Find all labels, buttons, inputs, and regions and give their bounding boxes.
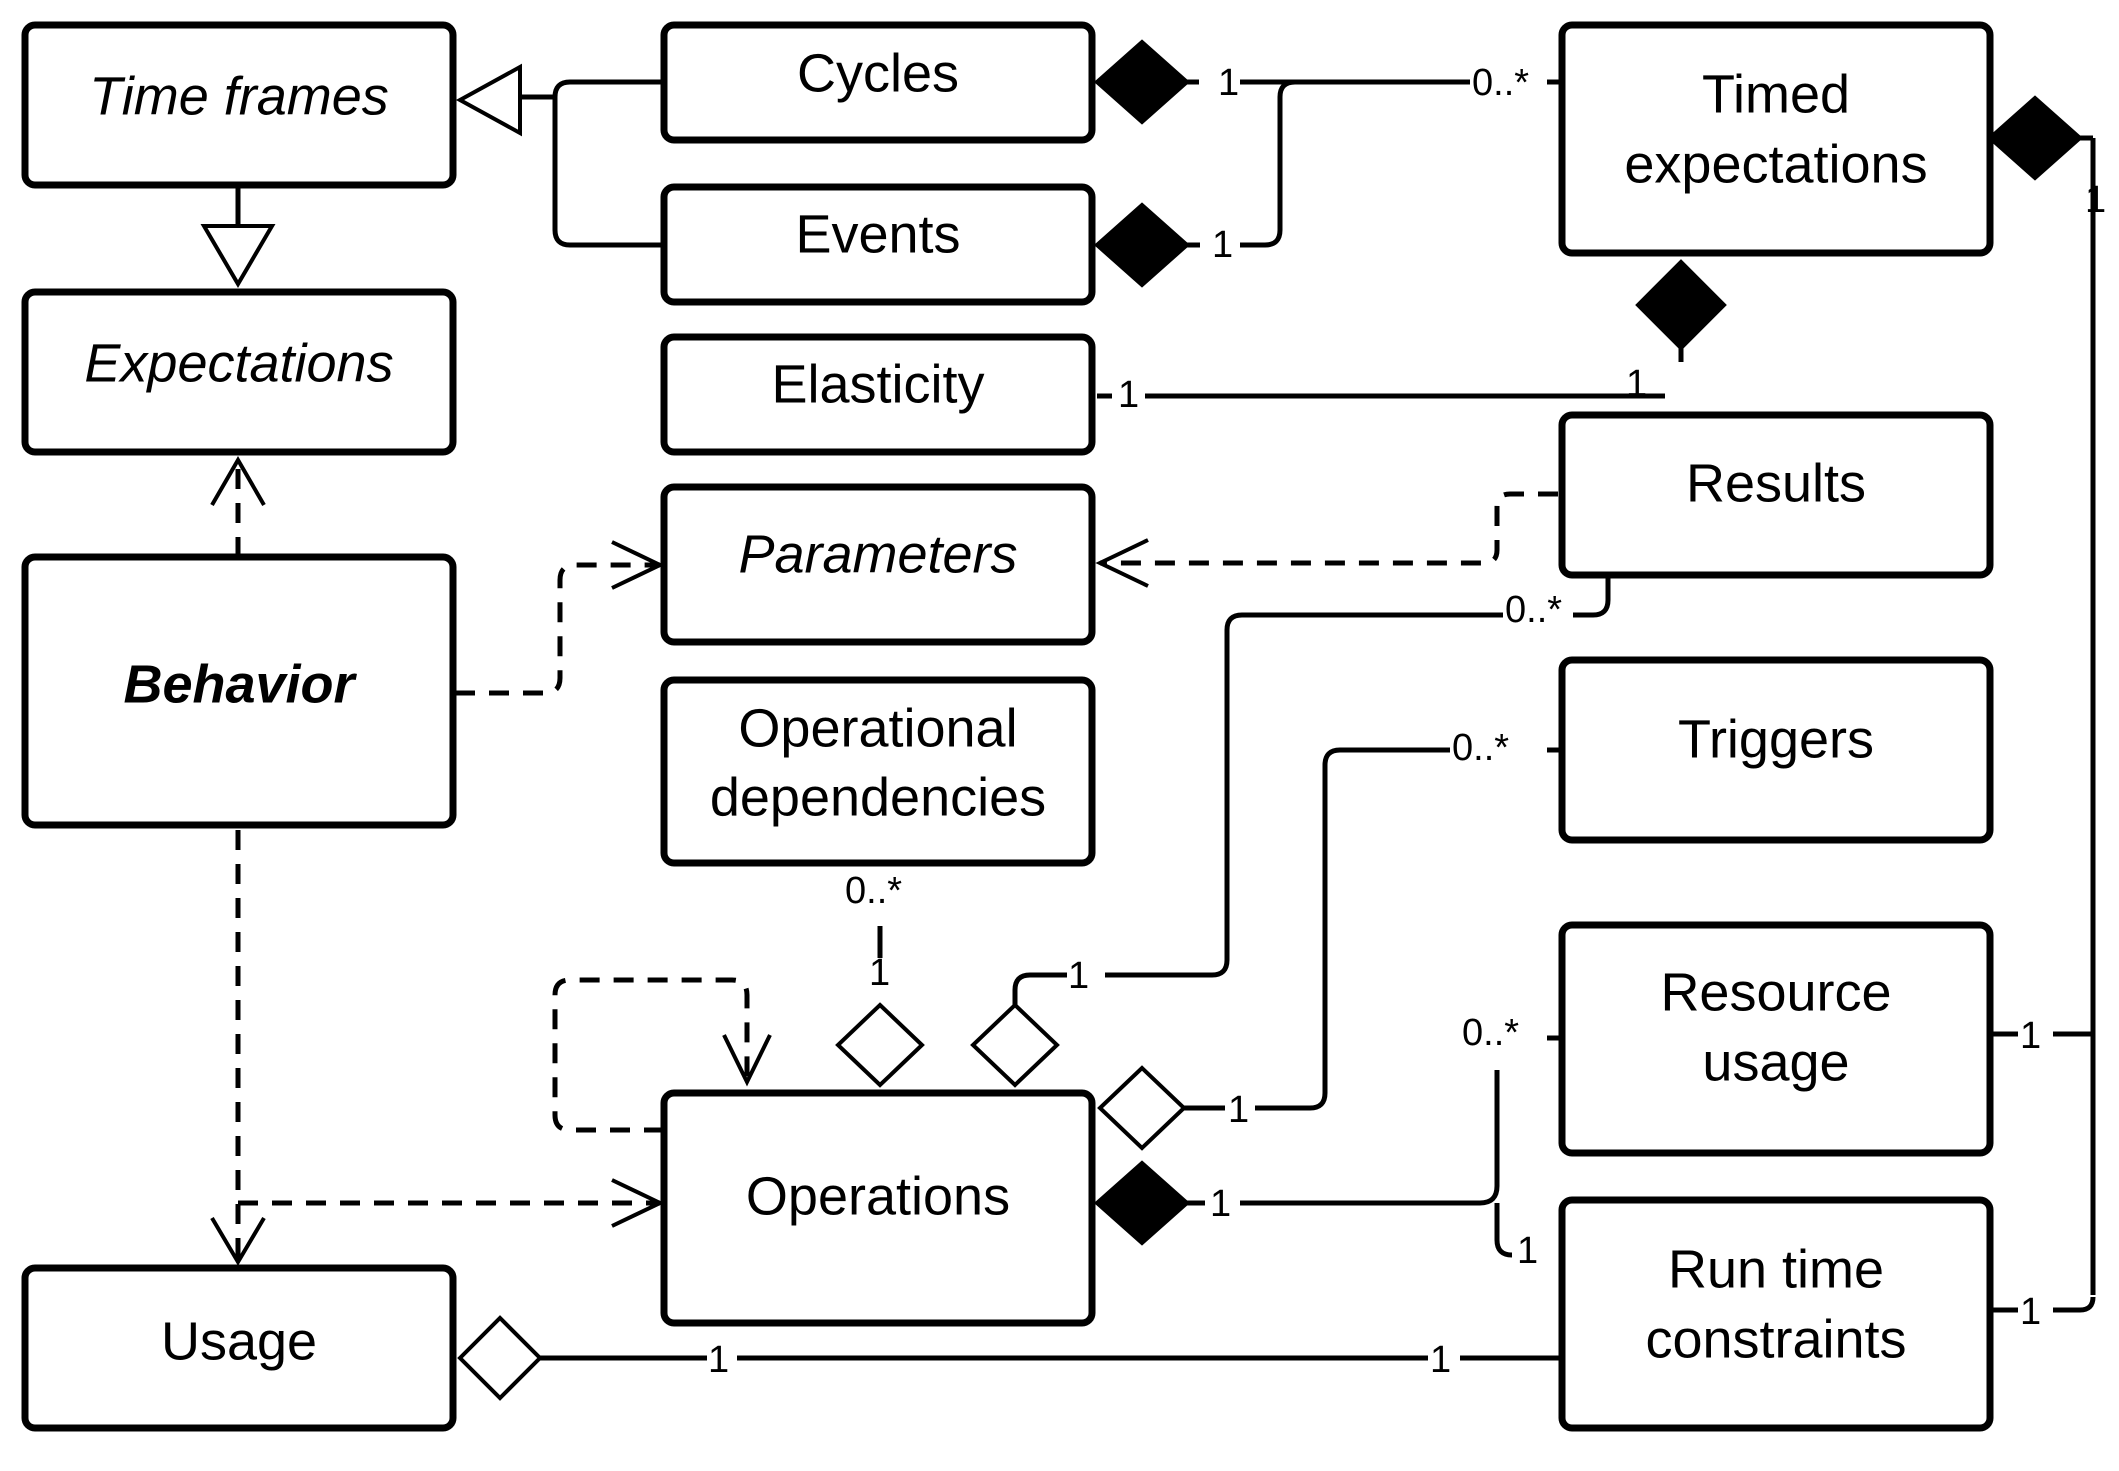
class-run-time-constraints[interactable]: Run time constraints bbox=[1558, 1196, 1994, 1432]
class-operational-dependencies-label-1: Operational bbox=[738, 698, 1017, 758]
dependency-results-to-parameters bbox=[1095, 491, 1558, 588]
class-operational-dependencies[interactable]: Operational dependencies bbox=[660, 676, 1096, 867]
mult-cycles-composite: 1 bbox=[1218, 62, 1239, 104]
mult-timed-to-elasticity: 1 bbox=[1626, 363, 1647, 405]
mult-timed-expectations-composite: 1 bbox=[2085, 179, 2106, 221]
mult-timed-from-cycles: 0..* bbox=[1472, 62, 1529, 104]
class-cycles-label: Cycles bbox=[797, 43, 959, 103]
aggregation-triggers: 1 0..* bbox=[1097, 727, 1562, 1151]
composition-cycles-timed: 1 0..* bbox=[1093, 39, 1562, 125]
class-time-frames-label: Time frames bbox=[89, 66, 389, 126]
aggregation-usage: 1 1 bbox=[457, 1315, 1562, 1401]
class-parameters[interactable]: Parameters bbox=[660, 483, 1096, 646]
dependency-behavior-to-usage bbox=[210, 830, 266, 1266]
class-resource-usage-label-1: Resource bbox=[1660, 962, 1891, 1022]
class-behavior-label: Behavior bbox=[123, 654, 357, 714]
dependency-behavior-to-parameters bbox=[455, 540, 665, 696]
dependency-behavior-to-expectations bbox=[210, 456, 266, 557]
mult-runtime-from-ops: 1 bbox=[1517, 1230, 1538, 1272]
class-events-label: Events bbox=[795, 204, 960, 264]
class-operational-dependencies-label-2: dependencies bbox=[710, 767, 1046, 827]
class-parameters-label: Parameters bbox=[738, 524, 1017, 584]
composition-operations: 1 0..* 1 bbox=[1093, 1012, 1562, 1272]
mult-elasticity-end: 1 bbox=[1118, 374, 1139, 416]
class-events[interactable]: Events bbox=[660, 183, 1096, 306]
class-elasticity-label: Elasticity bbox=[771, 354, 984, 414]
class-triggers[interactable]: Triggers bbox=[1558, 656, 1994, 844]
class-time-frames[interactable]: Time frames bbox=[21, 21, 457, 189]
class-behavior[interactable]: Behavior bbox=[21, 553, 457, 829]
dependency-behavior-to-operations bbox=[238, 1178, 665, 1228]
mult-triggers-ops-end: 1 bbox=[1228, 1089, 1249, 1131]
class-triggers-label: Triggers bbox=[1678, 709, 1874, 769]
class-timed-expectations-label-2: expectations bbox=[1624, 134, 1927, 194]
class-run-time-constraints-label-2: constraints bbox=[1645, 1309, 1906, 1369]
class-resource-usage[interactable]: Resource usage bbox=[1558, 921, 1994, 1157]
aggregation-results: 1 0..* bbox=[970, 578, 1611, 1088]
mult-results-ops-end: 1 bbox=[1068, 955, 1089, 997]
mult-resource-to-timed: 1 bbox=[2020, 1015, 2041, 1057]
composition-timed-elasticity: 1 1 bbox=[1097, 259, 1727, 416]
generalization-time-frames-to-expectations bbox=[200, 188, 276, 288]
aggregation-operational-dependencies: 0..* 1 bbox=[835, 870, 925, 1088]
mult-runtime-to-timed: 1 bbox=[2020, 1291, 2041, 1333]
mult-usage-end: 1 bbox=[708, 1339, 729, 1381]
mult-opdeps-ops-end: 1 bbox=[869, 952, 890, 994]
mult-opdeps-end: 0..* bbox=[845, 870, 902, 912]
mult-resource-usage-end: 0..* bbox=[1462, 1012, 1519, 1054]
composition-timed-right: 1 1 1 bbox=[1986, 95, 2106, 1333]
composition-events-timed: 1 bbox=[1093, 79, 1296, 288]
class-cycles[interactable]: Cycles bbox=[660, 21, 1096, 144]
class-run-time-constraints-label-1: Run time bbox=[1668, 1239, 1884, 1299]
class-usage[interactable]: Usage bbox=[21, 1264, 457, 1432]
mult-results-end: 0..* bbox=[1505, 589, 1562, 631]
class-operations[interactable]: Operations bbox=[660, 1089, 1096, 1327]
class-operations-label: Operations bbox=[746, 1166, 1010, 1226]
class-results[interactable]: Results bbox=[1558, 411, 1994, 579]
generalization-cycles-events-to-time-frames bbox=[455, 63, 664, 248]
mult-triggers-end: 0..* bbox=[1452, 727, 1509, 769]
class-timed-expectations[interactable]: Timed expectations bbox=[1558, 21, 1994, 257]
class-usage-label: Usage bbox=[161, 1311, 317, 1371]
class-results-label: Results bbox=[1686, 453, 1866, 513]
class-timed-expectations-label-1: Timed bbox=[1702, 64, 1850, 124]
class-expectations-label: Expectations bbox=[84, 333, 393, 393]
class-elasticity[interactable]: Elasticity bbox=[660, 333, 1096, 456]
mult-runtime-to-usage: 1 bbox=[1430, 1339, 1451, 1381]
dependency-operations-self bbox=[552, 977, 772, 1133]
class-resource-usage-label-2: usage bbox=[1702, 1032, 1849, 1092]
class-expectations[interactable]: Expectations bbox=[21, 288, 457, 456]
mult-events-composite: 1 bbox=[1212, 224, 1233, 266]
mult-operations-composite: 1 bbox=[1210, 1183, 1231, 1225]
